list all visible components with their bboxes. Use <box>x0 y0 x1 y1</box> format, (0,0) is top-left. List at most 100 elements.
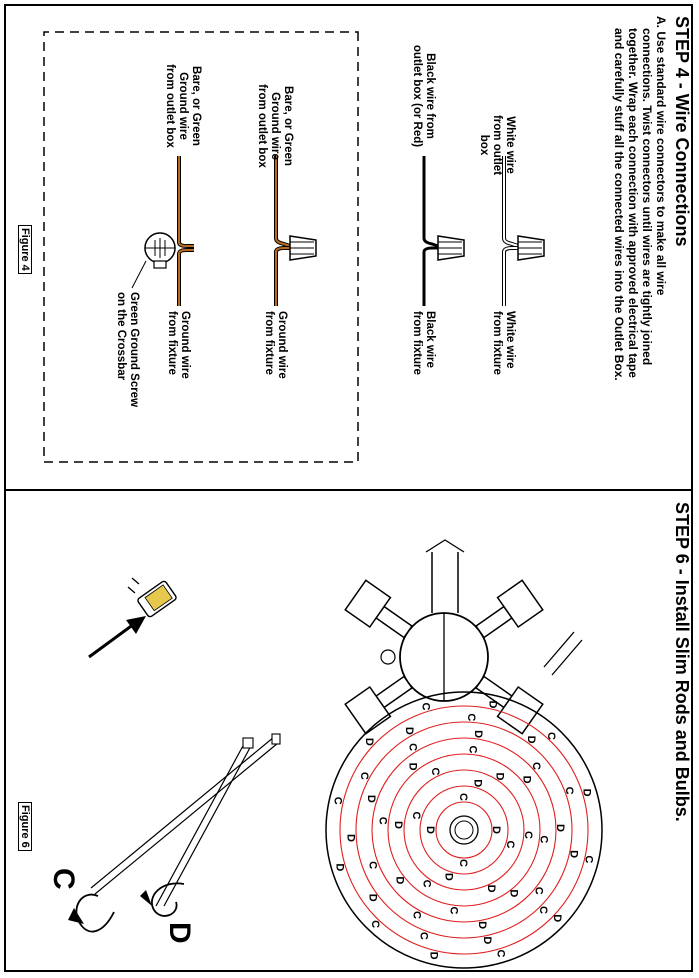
bulb-position-letter: D <box>507 889 519 897</box>
bulb-position-letter: D <box>554 824 566 832</box>
bulb-position-letter: D <box>407 763 419 771</box>
bulb-position-letter: D <box>392 821 404 829</box>
bulb-position-letter: D <box>486 700 498 708</box>
bulb-position-letter: C <box>377 817 389 825</box>
step6-panel: STEP 6 - Install Slim Rods and Bulbs. <box>6 492 694 970</box>
spiral-ring <box>387 753 541 907</box>
section-divider <box>4 489 693 491</box>
bulb-position-letter: C <box>504 841 516 849</box>
bulb-position-letter: D <box>567 850 579 858</box>
bulb-position-letter: C <box>417 932 429 940</box>
bulb-position-letter: C <box>465 713 477 721</box>
label-line: from outlet box <box>478 114 503 176</box>
bulb-position-letter: C <box>358 772 370 780</box>
bulb-position-letter: C <box>457 859 469 867</box>
insert-arrow-icon <box>88 616 146 659</box>
label-line: Bare, or Green <box>190 66 202 146</box>
bulb-position-letter: C <box>448 907 460 915</box>
bulb-position-letter: C <box>537 906 549 914</box>
spiral-ring <box>435 801 493 859</box>
bulb-position-letter: C <box>410 911 422 919</box>
ground-wire-fixture-label-2: Ground wire from fixture <box>165 311 191 379</box>
figure-6-label: Figure 6 <box>18 802 32 851</box>
black-wire-connection <box>422 156 465 306</box>
bulb-position-letter: D <box>494 772 506 780</box>
bulb-position-letter: D <box>490 826 502 834</box>
ground-screw-label: Green Ground Screw on the Crossbar <box>114 292 140 407</box>
bulb-position-letter: D <box>472 730 484 738</box>
bulb-position-letter: D <box>481 936 493 944</box>
bulb-position-letter: D <box>485 885 497 893</box>
bulb-position-letter: C <box>410 812 422 820</box>
bulb-position-letter: D <box>476 921 488 929</box>
bulb-position-letter: D <box>365 795 377 803</box>
label-line: Ground wire <box>177 72 189 140</box>
ground-section-dashed-box <box>43 31 359 463</box>
bulb-position-letter: D <box>428 952 440 960</box>
figure-4-label: Figure 4 <box>18 225 32 274</box>
bulb-position-letter: C <box>538 835 550 843</box>
bulb-position-letter: D <box>472 779 484 787</box>
label-line: from fixture <box>411 311 423 375</box>
label-line: White wire <box>504 311 516 369</box>
rod-d-label: D <box>163 922 196 944</box>
bulb-position-letter: D <box>403 727 415 735</box>
label-line: from outlet box <box>164 64 176 148</box>
bulb-position-letter: C <box>420 880 432 888</box>
slim-rod-d <box>140 737 254 917</box>
ground-wire-outlet-label-1: Bare, or Green Ground wire from outlet b… <box>255 76 294 176</box>
label-line: Ground wire <box>276 311 288 379</box>
black-wire-outlet-label: Black wire from outlet box (or Red) <box>410 36 436 156</box>
bulb-position-letter: D <box>334 863 346 871</box>
white-wire-fixture-label: White wire from fixture <box>490 311 516 375</box>
bulb-position-letter: D <box>551 914 563 922</box>
bulb-position-letter: C <box>429 767 441 775</box>
bulb-position-letter: C <box>494 950 506 958</box>
black-wire-fixture-label: Black wire from fixture <box>410 311 436 375</box>
fixture-hub-icon <box>380 539 583 702</box>
spiral-ring <box>355 721 573 939</box>
fixture-diagram: CDCDDCDCCDCDCDDCDCDCDCCDCDCDCDCDCDCDCDCD… <box>68 539 603 969</box>
bulb-position-letter: C <box>522 831 534 839</box>
label-line: Black wire <box>424 311 436 368</box>
label-line: from outlet box <box>256 84 268 168</box>
bulb-position-letter: C <box>563 787 575 795</box>
bulb-position-letter: C <box>466 746 478 754</box>
bulb-position-letter: D <box>443 873 455 881</box>
step4-panel: STEP 4 - Wire Connections A. Use standar… <box>6 6 694 488</box>
label-line: from fixture <box>166 311 178 375</box>
white-wire-outlet-label: White wire from outlet box <box>477 110 516 180</box>
bulb-icon <box>127 577 177 618</box>
spiral-ring <box>419 785 509 875</box>
bulb-position-letter: C <box>545 732 557 740</box>
bulb-position-letter: C <box>457 793 469 801</box>
spiral-ring <box>371 737 557 923</box>
bulb-position-letter: D <box>520 776 532 784</box>
bulb-position-letter: C <box>369 920 381 928</box>
ground-wire-outlet-label-2: Bare, or Green Ground wire from outlet b… <box>163 56 202 156</box>
bulb-position-letter: C <box>407 743 419 751</box>
ground-wire-connector <box>274 156 317 306</box>
slim-rod-c <box>68 733 281 933</box>
bulb-position-letter: D <box>581 789 593 797</box>
label-line: from fixture <box>491 311 503 375</box>
spiral-ring <box>403 769 525 891</box>
label-line: White wire <box>504 116 516 174</box>
label-line: Ground wire <box>269 92 281 160</box>
ground-wire-fixture-label-1: Ground wire from fixture <box>262 311 288 379</box>
label-line: outlet box (or Red) <box>411 44 423 148</box>
label-line: Black wire from <box>424 53 436 139</box>
rod-c-label: C <box>47 868 80 890</box>
bulb-position-letter: D <box>424 826 436 834</box>
label-line: Ground wire <box>179 311 191 379</box>
bulb-position-letter: C <box>533 887 545 895</box>
bulb-position-letter: C <box>583 855 595 863</box>
bulb-position-letter: D <box>344 834 356 842</box>
bulb-position-letter: C <box>420 703 432 711</box>
label-line: from fixture <box>263 311 275 375</box>
white-wire-connection <box>502 156 545 306</box>
bulb-position-letter: D <box>363 738 375 746</box>
label-line: Bare, or Green <box>282 86 294 166</box>
bulb-position-letter: C <box>367 861 379 869</box>
